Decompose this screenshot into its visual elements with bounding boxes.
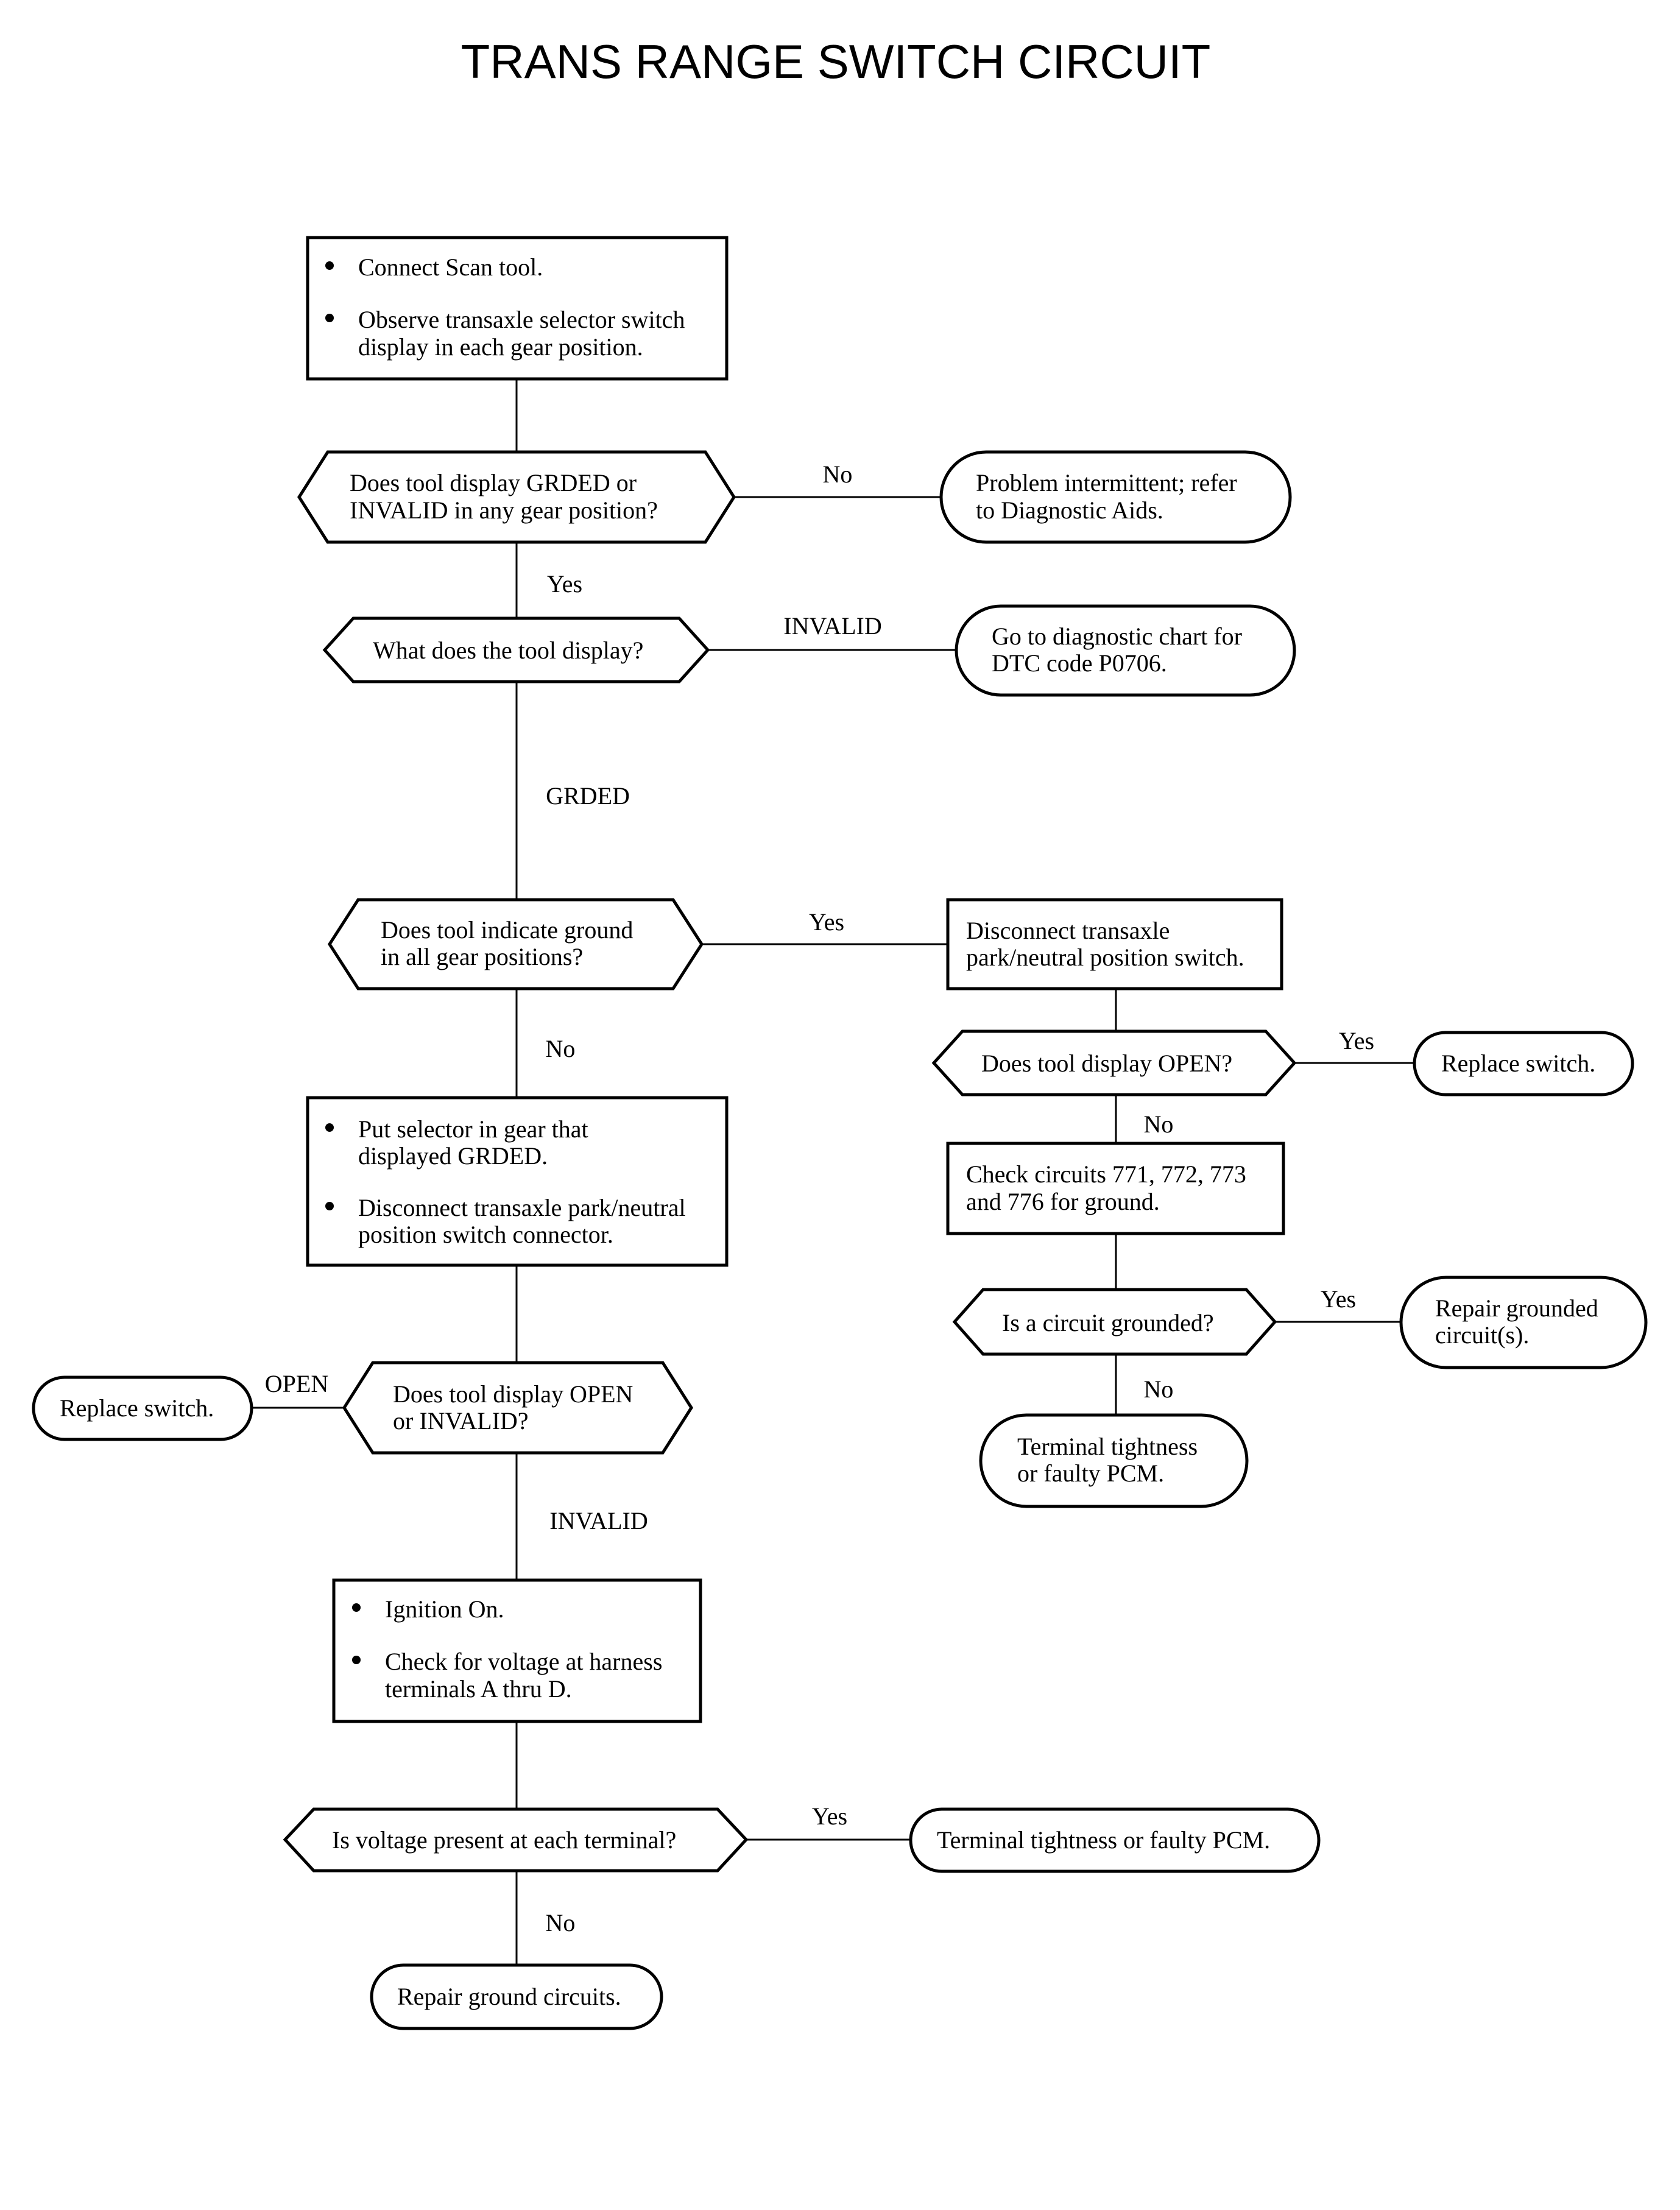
node-text: Disconnect transaxle park/neutral [358,1194,686,1221]
node-text: Does tool indicate ground [381,916,633,944]
process-box-check-circuits: Check circuits 771, 772, 773 and 776 for… [946,1142,1285,1235]
terminal-repair-grounded-circuits: Repair grounded circuit(s). [1399,1276,1648,1369]
edge-label-yes: Yes [1339,1027,1374,1054]
node-text: and 776 for ground. [966,1188,1160,1215]
node-text: Observe transaxle selector switch [358,306,685,333]
node-text: Repair ground circuits. [397,1983,621,2010]
terminal-repair-ground-circuits: Repair ground circuits. [370,1963,663,2030]
node-text: Does tool display GRDED or [350,469,637,496]
node-text: Check for voltage at harness [385,1648,662,1675]
node-text: INVALID in any gear position? [350,496,658,524]
edge-label-no: No [546,1909,576,1936]
bullet-icon [325,1123,334,1132]
node-text: displayed GRDED. [358,1142,548,1170]
decision-ground-in-all-gear-positions: Does tool indicate ground in all gear po… [328,898,704,990]
edge-label-yes: Yes [1321,1285,1356,1313]
node-text: Is voltage present at each terminal? [332,1826,676,1854]
node-text: Replace switch. [60,1394,214,1422]
node-text: park/neutral position switch. [966,944,1244,971]
node-text: Connect Scan tool. [358,253,543,281]
node-text: Terminal tightness [1017,1433,1198,1460]
edge-label-no: No [823,461,853,488]
node-text: Does tool display OPEN? [981,1050,1232,1077]
terminal-replace-switch: Replace switch. [32,1375,253,1441]
process-box-connect-scan-tool: Connect Scan tool. Observe transaxle sel… [306,236,729,381]
edge-label-grded: GRDED [546,782,630,810]
terminal-terminal-tightness-or-faulty-pcm: Terminal tightness or faulty PCM. [979,1413,1249,1508]
node-text: Put selector in gear that [358,1115,588,1143]
terminal-terminal-tightness-or-faulty-pcm: Terminal tightness or faulty PCM. [909,1807,1321,1873]
edge-label-yes: Yes [547,570,582,598]
edge-label-open: OPEN [265,1370,328,1397]
node-text: or faulty PCM. [1017,1460,1164,1487]
bullet-icon [325,314,334,322]
node-text: circuit(s). [1435,1321,1529,1349]
node-text: Terminal tightness or faulty PCM. [937,1826,1270,1854]
decision-is-circuit-grounded: Is a circuit grounded? [952,1288,1277,1356]
terminal-replace-switch: Replace switch. [1413,1031,1634,1096]
bullet-icon [352,1656,361,1664]
node-text: Go to diagnostic chart for [992,623,1242,650]
node-text: terminals A thru D. [385,1675,572,1703]
bullet-icon [352,1603,361,1612]
node-text: Repair grounded [1435,1294,1598,1322]
node-text: Disconnect transaxle [966,917,1170,944]
node-text: Replace switch. [1441,1050,1595,1077]
terminal-go-to-diagnostic-chart: Go to diagnostic chart for DTC code P070… [955,604,1296,697]
node-text: What does the tool display? [373,637,643,664]
edge-label-no: No [546,1035,576,1062]
edge-label-no: No [1144,1375,1174,1403]
decision-voltage-present: Is voltage present at each terminal? [283,1807,749,1873]
node-text: position switch connector. [358,1221,613,1248]
node-text: Check circuits 771, 772, 773 [966,1160,1246,1188]
edge-label-yes: Yes [809,908,844,936]
node-text: DTC code P0706. [992,649,1167,677]
node-text: Does tool display OPEN [393,1380,633,1408]
bullet-icon [325,1202,334,1210]
page-title: TRANS RANGE SWITCH CIRCUIT [461,35,1211,88]
node-text: display in each gear position. [358,333,643,361]
node-text: Problem intermittent; refer [976,469,1237,496]
edge-label-yes: Yes [812,1802,847,1830]
node-text: in all gear positions? [381,943,583,970]
node-text: to Diagnostic Aids. [976,496,1163,524]
decision-does-tool-display-open: Does tool display OPEN? [931,1029,1297,1096]
decision-open-or-invalid: Does tool display OPEN or INVALID? [342,1361,693,1455]
node-text: or INVALID? [393,1407,529,1435]
decision-grded-or-invalid: Does tool display GRDED or INVALID in an… [297,450,736,544]
node-text: Is a circuit grounded? [1002,1309,1214,1336]
edge-label-no: No [1144,1110,1174,1138]
edge-label-invalid: INVALID [783,612,881,640]
edge-label-invalid: INVALID [549,1507,648,1534]
bullet-icon [325,261,334,270]
process-box-put-selector-in-gear: Put selector in gear that displayed GRDE… [306,1096,729,1267]
process-box-disconnect-switch: Disconnect transaxle park/neutral positi… [946,898,1283,990]
process-box-ignition-on: Ignition On. Check for voltage at harnes… [332,1578,702,1723]
decision-what-does-tool-display: What does the tool display? [322,616,710,683]
terminal-problem-intermittent: Problem intermittent; refer to Diagnosti… [939,450,1292,544]
node-text: Ignition On. [385,1595,504,1623]
